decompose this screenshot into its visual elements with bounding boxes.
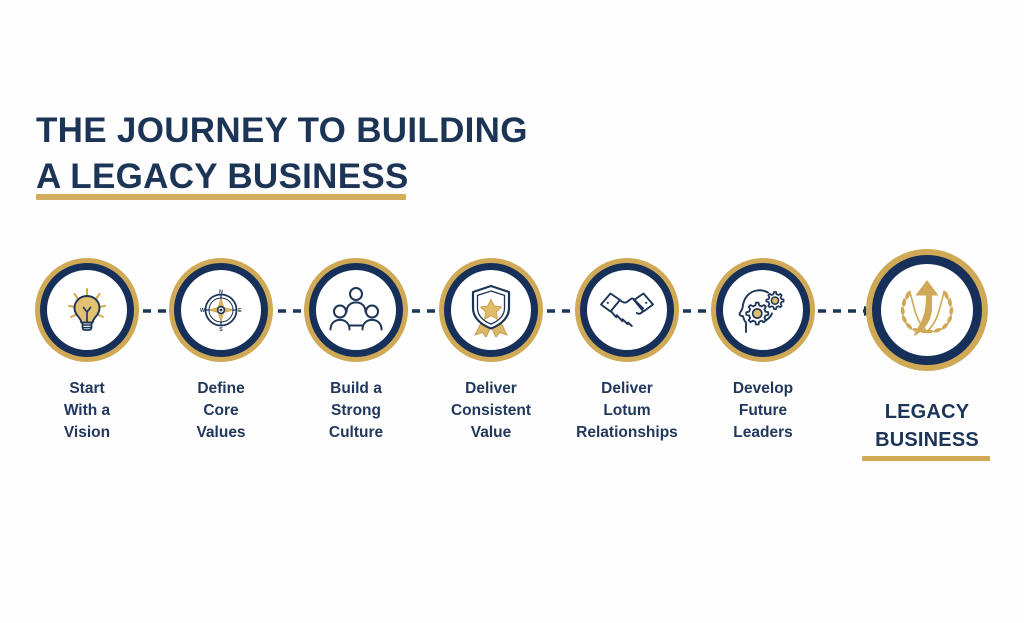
shield-star-award-icon (471, 284, 511, 337)
step-icon-well (723, 270, 803, 350)
outcome-label: LEGACY BUSINESS (852, 398, 1002, 454)
label-line: Lotum (603, 402, 651, 419)
title-line-2: A LEGACY BUSINESS (36, 157, 409, 197)
people-group-icon (329, 287, 383, 331)
label-line: Start (69, 380, 105, 397)
step-label-3: Build a Strong Culture (286, 378, 426, 444)
label-line: Core (203, 402, 239, 419)
label-line: Define (197, 380, 245, 397)
label-line: Culture (328, 424, 384, 441)
step-icon-well (451, 270, 531, 350)
step-icon-well (587, 270, 667, 350)
step-node-2[interactable]: N S W E (169, 258, 273, 362)
handshake-icon (600, 292, 654, 327)
step-node-1[interactable] (35, 258, 139, 362)
svg-text:E: E (238, 308, 242, 314)
page-title: THE JOURNEY TO BUILDING A LEGACY BUSINES… (36, 108, 656, 200)
gear-small (765, 291, 785, 311)
label-line: Develop (732, 380, 794, 397)
upward-arrow (913, 280, 939, 336)
step-label-6: Develop Future Leaders (693, 378, 833, 444)
label-line: Consistent (450, 402, 532, 419)
title-line-1: THE JOURNEY TO BUILDING (36, 111, 528, 150)
outcome-underline-rule (862, 456, 990, 461)
label-line: Build a (330, 380, 382, 397)
step-icon-well (47, 270, 127, 350)
step-node-3[interactable] (304, 258, 408, 362)
label-line: Values (196, 424, 246, 441)
label-line: Deliver (465, 380, 517, 397)
lightbulb-icon (68, 288, 106, 331)
journey-flow: N S W E (0, 249, 1024, 378)
label-line: Vision (63, 424, 111, 441)
step-node-6[interactable] (711, 258, 815, 362)
step-node-5[interactable] (575, 258, 679, 362)
step-label-5: Deliver Lotum Relationships (547, 378, 707, 444)
label-line: Leaders (733, 424, 793, 441)
laurel-wreath-arrow-icon (900, 280, 954, 336)
title-underline-rule (36, 194, 406, 200)
label-line: Relationships (576, 424, 678, 441)
compass-icon: N S W E (200, 290, 242, 333)
outcome-icon-well (881, 264, 973, 356)
label-line: With a (63, 402, 111, 419)
step-label-4: Deliver Consistent Value (421, 378, 561, 444)
label-line: Strong (331, 402, 381, 419)
step-icon-well: N S W E (181, 270, 261, 350)
gear-large (745, 301, 770, 326)
step-label-2: Define Core Values (151, 378, 291, 444)
label-line: Value (470, 424, 512, 441)
outcome-label-line: LEGACY (884, 401, 970, 423)
svg-text:N: N (219, 290, 223, 296)
label-line: Future (738, 402, 788, 419)
head-with-gears-icon (738, 289, 785, 333)
step-node-4[interactable] (439, 258, 543, 362)
label-line: Deliver (601, 380, 653, 397)
laurel-right (924, 290, 954, 334)
step-label-1: Start With a Vision (17, 378, 157, 444)
outcome-node[interactable] (866, 249, 988, 371)
outcome-label-line: BUSINESS (875, 429, 979, 451)
svg-text:W: W (200, 308, 205, 314)
svg-text:S: S (219, 327, 223, 333)
step-icon-well (316, 270, 396, 350)
